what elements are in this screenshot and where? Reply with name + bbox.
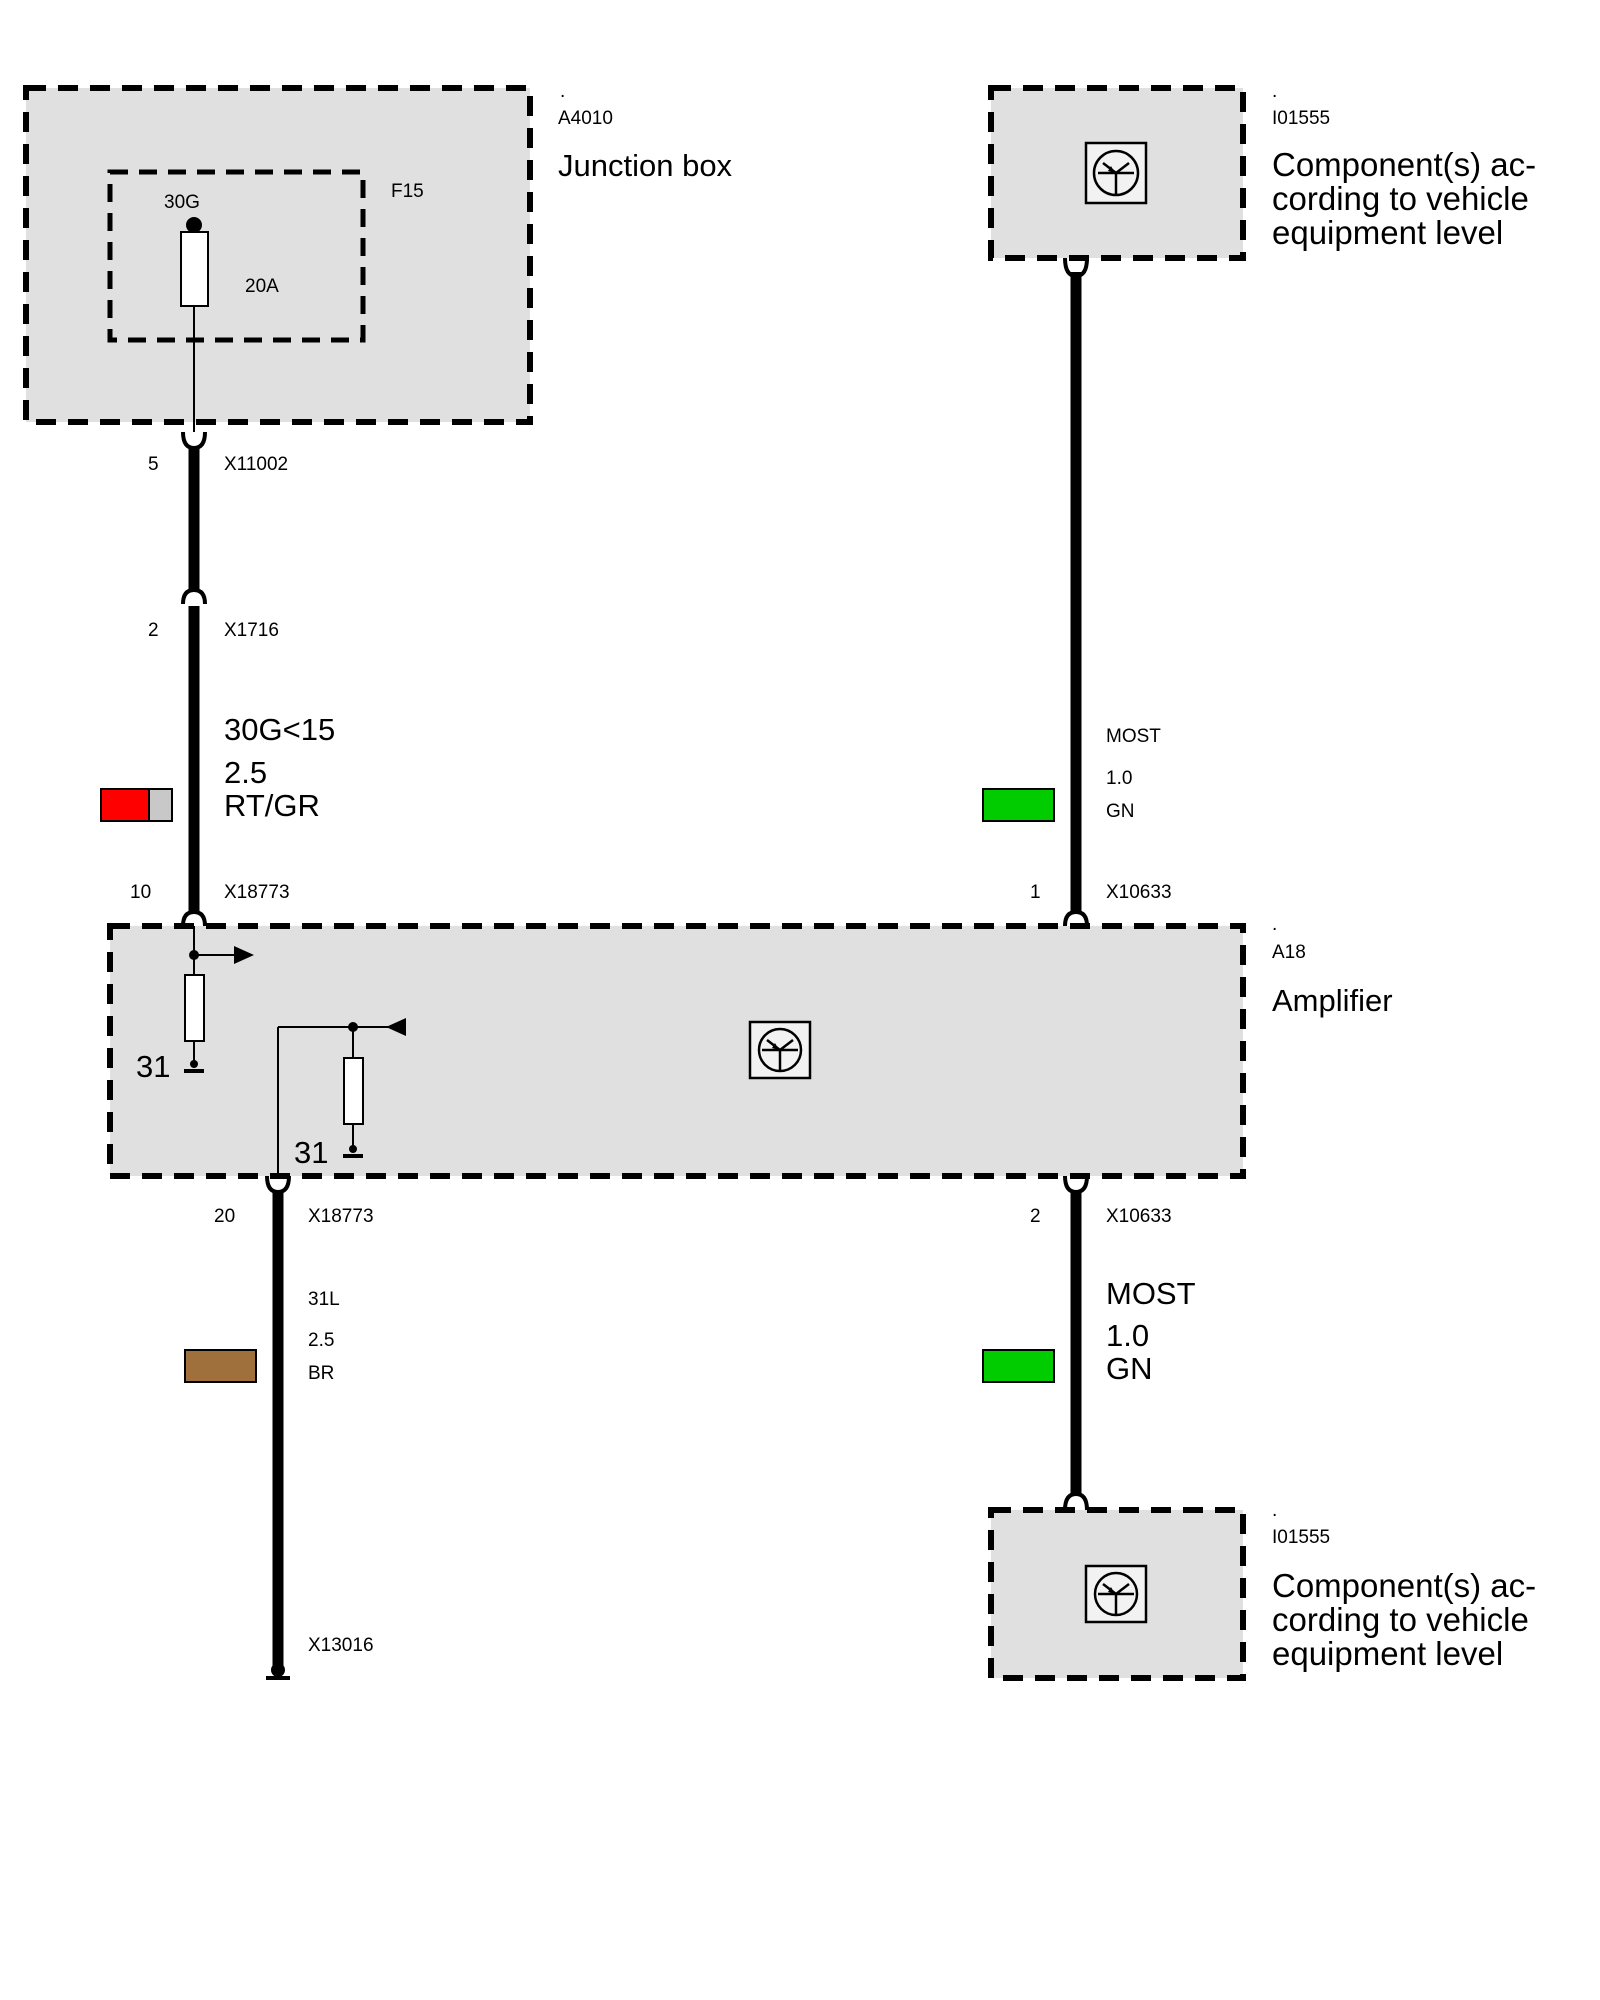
fuse-id-label: F15 xyxy=(391,181,424,202)
wire-ground-signal: 31L xyxy=(308,1289,340,1310)
wire-most-top-color-code: GN xyxy=(1106,801,1135,822)
component-bottom-name-line-3: equipment level xyxy=(1272,1635,1503,1672)
amplifier-ground-label-1: 31 xyxy=(136,1049,170,1084)
connector-x1716-pin: 2 xyxy=(148,620,159,641)
fuse-icon xyxy=(180,231,209,307)
wire-most-bottom-color-code: GN xyxy=(1106,1351,1153,1386)
wire-most-top-signal: MOST xyxy=(1106,726,1161,747)
wire-power-color-code: RT/GR xyxy=(224,788,320,823)
component-bottom-dot: . xyxy=(1272,1500,1277,1521)
junction-box-id: A4010 xyxy=(558,108,613,129)
component-top-name-line-3: equipment level xyxy=(1272,214,1503,251)
connector-x18773-pin20-pin: 20 xyxy=(214,1206,235,1227)
resistor-icon xyxy=(343,1057,364,1125)
resistor-icon xyxy=(184,974,205,1042)
wire-most-bottom-color-swatch xyxy=(982,1349,1055,1383)
amplifier-name: Amplifier xyxy=(1272,983,1393,1018)
wire-most-bottom-signal: MOST xyxy=(1106,1276,1196,1311)
ground-point-dot xyxy=(271,1663,285,1677)
component-top-name-line-2: cording to vehicle xyxy=(1272,180,1529,217)
connector-x18773-pin10-id: X18773 xyxy=(224,882,290,903)
component-bottom-name-line-2: cording to vehicle xyxy=(1272,1601,1529,1638)
component-bottom-name-line-1: Component(s) ac- xyxy=(1272,1567,1536,1604)
connector-x11002-symbol xyxy=(181,431,207,451)
arrow-icon xyxy=(386,1018,406,1036)
junction-box-name: Junction box xyxy=(558,148,733,183)
wire-power-color-swatch xyxy=(100,788,173,822)
transistor-icon xyxy=(1084,141,1148,205)
connector-x18773-pin20-id: X18773 xyxy=(308,1206,374,1227)
amplifier-ground-label-2: 31 xyxy=(294,1135,328,1170)
connector-x10633-pin1-symbol xyxy=(1063,909,1089,927)
wire-power-signal: 30G<15 xyxy=(224,712,335,747)
fuse-rating-label: 20A xyxy=(245,276,279,297)
arrow-icon xyxy=(234,946,254,964)
component-top-dot: . xyxy=(1272,81,1277,102)
component-top-name-line-1: Component(s) ac- xyxy=(1272,146,1536,183)
junction-box-dot: . xyxy=(560,81,565,102)
amplifier-a18: 31 31 xyxy=(107,923,1246,1179)
connector-x10633-pin2-pin: 2 xyxy=(1030,1206,1041,1227)
wire-ground-color-code: BR xyxy=(308,1363,334,1384)
connector-x10633-pin2-id: X10633 xyxy=(1106,1206,1172,1227)
connector-i01555-bottom-symbol xyxy=(1063,1491,1089,1511)
junction-box-a4010: 30G 20A F15 xyxy=(23,85,533,432)
transistor-icon xyxy=(748,1020,812,1080)
component-top-i01555 xyxy=(988,85,1246,261)
wire-most-top-size: 1.0 xyxy=(1106,768,1132,789)
wire-ground-size: 2.5 xyxy=(308,1330,334,1351)
component-bottom-i01555 xyxy=(988,1507,1246,1681)
fuse-holder-f15 xyxy=(107,169,366,343)
connector-x1716-symbol xyxy=(181,587,207,605)
connector-x1716-id: X1716 xyxy=(224,620,279,641)
component-bottom-id: I01555 xyxy=(1272,1527,1330,1548)
connector-x10633-pin1-id: X10633 xyxy=(1106,882,1172,903)
wire-power-size: 2.5 xyxy=(224,755,267,790)
connector-x11002-id: X11002 xyxy=(224,454,288,475)
component-top-id: I01555 xyxy=(1272,108,1330,129)
connector-x18773-pin10-pin: 10 xyxy=(130,882,151,903)
wire-most-top-color-swatch xyxy=(982,788,1055,822)
amplifier-dot: . xyxy=(1272,914,1277,935)
ground-point-id: X13016 xyxy=(308,1635,374,1656)
wire-ground-color-swatch xyxy=(184,1349,257,1383)
wire-most-bottom-size: 1.0 xyxy=(1106,1318,1149,1353)
connector-x18773-pin10-symbol xyxy=(181,909,207,927)
fuse-terminal-label: 30G xyxy=(164,192,200,213)
transistor-icon xyxy=(1084,1564,1148,1624)
connector-x11002-pin: 5 xyxy=(148,454,159,475)
connector-x10633-pin1-pin: 1 xyxy=(1030,882,1041,903)
amplifier-id: A18 xyxy=(1272,942,1306,963)
